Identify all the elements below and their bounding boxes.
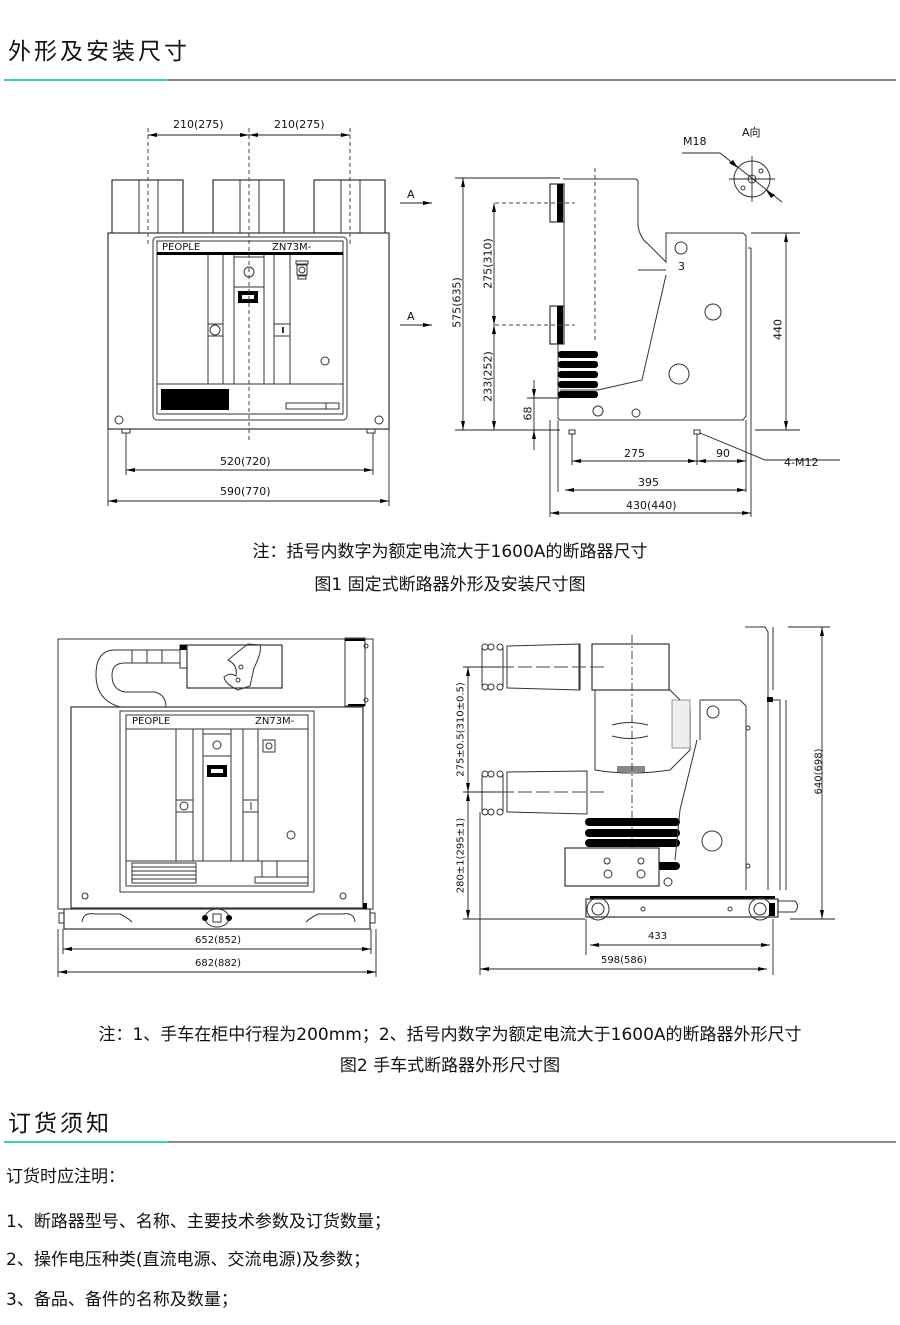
thread-label: M18: [683, 135, 707, 148]
brand-label-2: PEOPLE: [132, 716, 171, 727]
section-divider-2: [4, 1141, 896, 1143]
view-label: A向: [742, 126, 761, 139]
dim-overall-width-2: 682(882): [195, 958, 241, 969]
dim-wheelbase: 433: [648, 931, 668, 942]
view-a-detail: [682, 152, 783, 203]
dim-height-2: 640(698): [813, 748, 825, 795]
order-item-3: 3、备品、备件的名称及数量；: [6, 1290, 238, 1310]
order-item-1: 1、断路器型号、名称、主要技术参数及订货数量；: [6, 1212, 391, 1232]
section-divider-accent: [4, 79, 168, 81]
model-label: ZN73M-: [272, 242, 312, 253]
insulator-fins-2: [585, 818, 680, 870]
model-label-2: ZN73M-: [255, 716, 295, 727]
figure2-side-view: [463, 626, 835, 975]
dim-depth: 598(586): [601, 955, 647, 966]
figure1-front-view: [107, 128, 432, 506]
figure1-note: 注：括号内数字为额定电流大于1600A的断路器尺寸: [252, 542, 648, 562]
dim-pole-spacing-left: 210(275): [173, 118, 224, 131]
section-title-ordering: 订货须知: [8, 1111, 112, 1137]
dim-pole-spacing-2: 275±0.5(310±0.5): [455, 682, 467, 777]
view-arrow-a-lower: A: [407, 310, 415, 323]
figure2-caption: 图2 手车式断路器外形尺寸图: [339, 1056, 561, 1076]
dim-pole-spacing-right: 210(275): [274, 118, 325, 131]
dim-side-90: 90: [716, 447, 730, 460]
hole-label: 3: [678, 260, 685, 273]
insulator-fins: [558, 351, 598, 398]
brand-label: PEOPLE: [162, 242, 201, 253]
section-divider: [4, 79, 896, 81]
section-title-dimensions: 外形及安装尺寸: [8, 39, 190, 65]
figure1-caption: 图1 固定式断路器外形及安装尺寸图: [314, 575, 586, 595]
order-item-2: 2、操作电压种类(直流电源、交流电源)及参数；: [6, 1250, 371, 1270]
figure2-note: 注：1、手车在柜中行程为200mm；2、括号内数字为额定电流大于1600A的断路…: [98, 1025, 802, 1045]
dim-lower-2: 280±1(295±1): [455, 817, 467, 894]
bolt-label: 4-M12: [784, 456, 819, 469]
dim-side-430: 430(440): [626, 499, 677, 512]
dim-side-395: 395: [638, 476, 659, 489]
dim-inner-width: 652(852): [195, 935, 241, 946]
dim-side-275: 275: [624, 447, 645, 460]
dim-overall-width: 590(770): [220, 485, 271, 498]
lower-contact-arm: [481, 770, 588, 816]
section-divider-accent-2: [4, 1141, 168, 1143]
figure1-side-view: [455, 152, 840, 517]
dim-mount-width: 520(720): [220, 455, 271, 468]
vent-grille: [131, 862, 197, 884]
figure2-front-view: [57, 637, 377, 977]
view-arrow-a-upper: A: [407, 188, 415, 201]
order-intro: 订货时应注明：: [6, 1167, 125, 1187]
